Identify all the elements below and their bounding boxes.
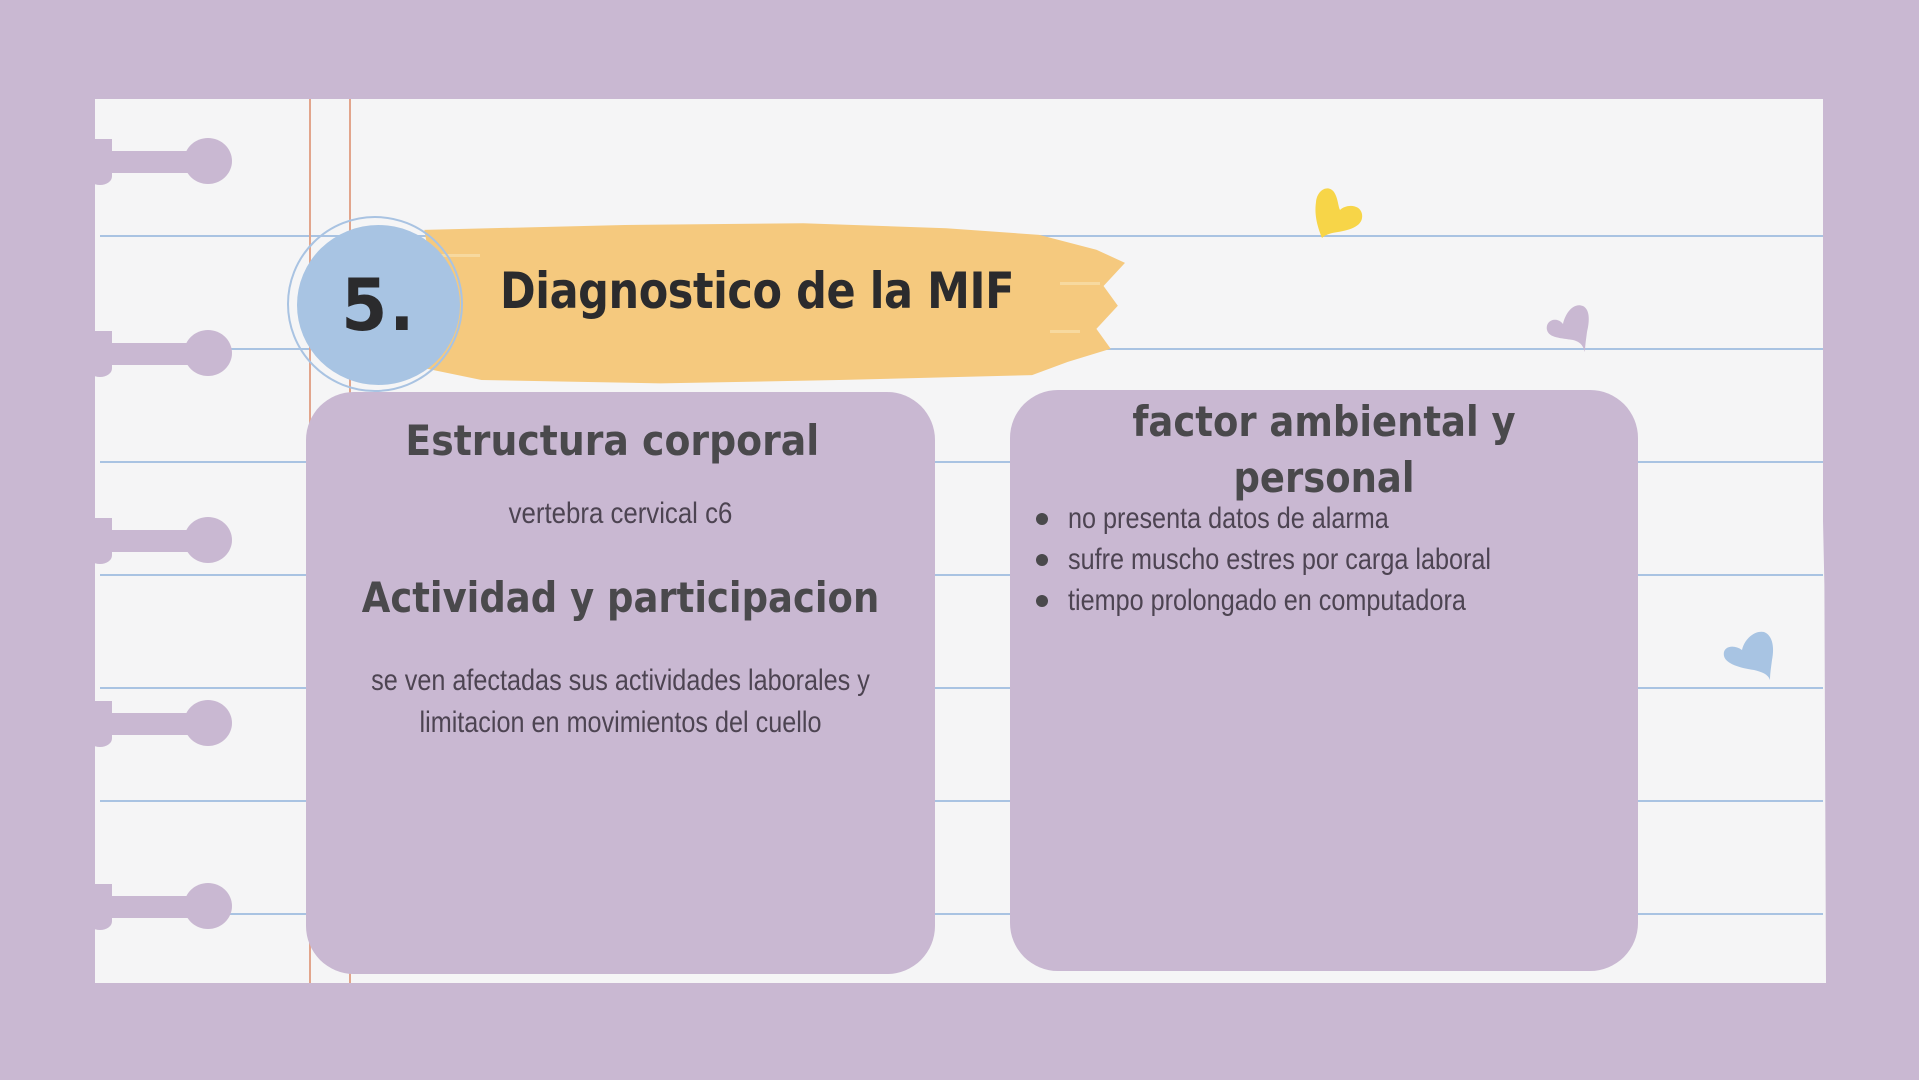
heading-estructura-corporal: Estructura corporal [405, 416, 820, 465]
brush-texture [420, 254, 480, 257]
card-factors: factor ambiental y personal no presenta … [1010, 390, 1638, 971]
ruled-line [100, 687, 1823, 689]
slide-title: Diagnostico de la MIF [500, 262, 1015, 320]
heart-icon-purple [1546, 305, 1589, 352]
ruled-line [100, 461, 1823, 463]
binder-hole [88, 325, 232, 381]
heading-actividad-participacion: Actividad y participacion [361, 573, 880, 622]
number-circle: 5. [297, 225, 460, 385]
bullet-icon [1036, 512, 1048, 525]
card-body-structure-activity: Estructura corporal vertebra cervical c6… [306, 392, 935, 974]
heading-factor-ambiental-personal: factor ambiental y personal [1132, 397, 1516, 502]
bullet-icon [1036, 553, 1048, 566]
ruled-line [100, 913, 1823, 915]
slide-number: 5. [341, 263, 416, 347]
binder-hole [88, 695, 232, 751]
ruled-line [100, 800, 1823, 802]
factor-bullet-list: no presenta datos de alarma sufre muscho… [1036, 498, 1572, 621]
brush-texture [1060, 282, 1100, 285]
bullet-icon [1036, 594, 1048, 607]
paper-torn-edge [1818, 99, 1826, 983]
text-estructura-corporal: vertebra cervical c6 [508, 497, 733, 530]
number-circle-ring [287, 216, 463, 392]
list-item: tiempo prolongado en computadora [1036, 580, 1572, 621]
ruled-line [100, 574, 1823, 576]
brush-texture [1050, 330, 1080, 333]
binder-hole [88, 878, 232, 934]
binder-hole [88, 133, 232, 189]
binder-hole [88, 512, 232, 568]
heart-icon-yellow [1315, 188, 1363, 238]
text-actividad-participacion: se ven afectadas sus actividades laboral… [371, 664, 870, 739]
list-item: sufre muscho estres por carga laboral [1036, 539, 1572, 580]
title-brush-stroke [410, 223, 1125, 384]
list-item: no presenta datos de alarma [1036, 498, 1572, 539]
heart-icon-blue [1723, 631, 1774, 680]
